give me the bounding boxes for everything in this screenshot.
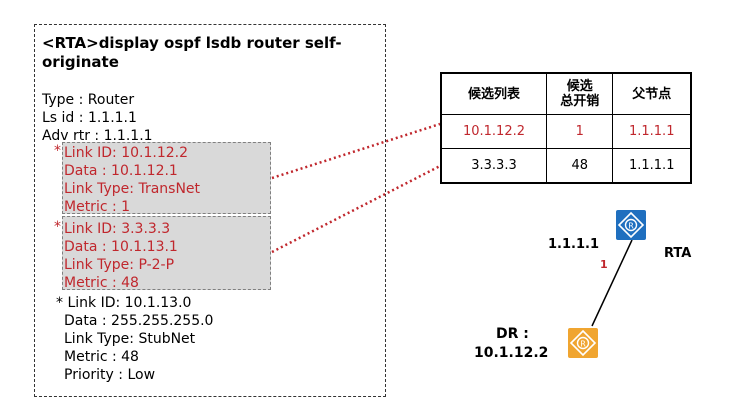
svg-text:R: R xyxy=(580,340,586,349)
row1-cost: 1 xyxy=(545,114,614,149)
lsa-adv-router: Adv rtr : 1.1.1.1 xyxy=(42,128,153,144)
rta-ip-label: 1.1.1.1 xyxy=(548,237,599,252)
row1-parent: 1.1.1.1 xyxy=(612,114,692,149)
dr-ip-label: 10.1.12.2 xyxy=(474,345,549,361)
header-cost-line1: 候选 xyxy=(566,79,593,94)
link2-data: Data : 10.1.13.1 xyxy=(64,239,178,255)
table-row: 3.3.3.3 48 1.1.1.1 xyxy=(440,148,692,184)
dr-router-icon: R xyxy=(568,328,598,358)
header-candidate-list: 候选列表 xyxy=(440,72,547,115)
link2-id: Link ID: 3.3.3.3 xyxy=(64,221,171,237)
candidate-table: 候选列表 候选 总开销 父节点 10.1.12.2 1 1.1.1.1 3.3.… xyxy=(440,72,692,184)
link1-data: Data : 10.1.12.1 xyxy=(64,163,178,179)
rta-name-label: RTA xyxy=(664,246,692,261)
link2-star: * xyxy=(54,219,61,235)
dr-label: DR : xyxy=(496,326,529,342)
link1-metric: Metric : 1 xyxy=(64,199,131,215)
table-row: 10.1.12.2 1 1.1.1.1 xyxy=(440,114,692,149)
row1-candidate: 10.1.12.2 xyxy=(440,114,547,149)
link3-priority: Priority : Low xyxy=(64,367,156,383)
link1-type: Link Type: TransNet xyxy=(64,181,201,197)
link-cost-label: 1 xyxy=(600,258,608,271)
link2-connector xyxy=(271,164,441,254)
link1-highlight xyxy=(62,142,271,214)
lsdb-command: <RTA>display ospf lsdb router self-origi… xyxy=(42,34,342,71)
link3-id: * Link ID: 10.1.13.0 xyxy=(56,295,192,311)
link3-type: Link Type: StubNet xyxy=(64,331,196,347)
svg-text:R: R xyxy=(628,222,634,231)
rta-router-icon: R xyxy=(616,210,646,240)
lsa-ls-id: Ls id : 1.1.1.1 xyxy=(42,110,137,126)
link2-type: Link Type: P-2-P xyxy=(64,257,175,273)
row2-parent: 1.1.1.1 xyxy=(612,148,692,184)
rta-dr-link xyxy=(591,239,633,327)
lsa-type: Type : Router xyxy=(42,92,135,108)
table-header-row: 候选列表 候选 总开销 父节点 xyxy=(440,72,692,115)
header-cost-line2: 总开销 xyxy=(560,94,600,109)
row2-cost: 48 xyxy=(545,148,614,184)
link2-metric: Metric : 48 xyxy=(64,275,139,291)
link1-connector xyxy=(271,122,441,180)
lsdb-output-panel xyxy=(34,24,386,397)
link3-metric: Metric : 48 xyxy=(64,349,139,365)
link3-data: Data : 255.255.255.0 xyxy=(64,313,214,329)
row2-candidate: 3.3.3.3 xyxy=(440,148,547,184)
link1-id: Link ID: 10.1.12.2 xyxy=(64,145,188,161)
header-candidate-cost: 候选 总开销 xyxy=(545,72,614,115)
link2-highlight xyxy=(62,216,271,290)
link1-star: * xyxy=(54,143,61,159)
header-parent-node: 父节点 xyxy=(612,72,692,115)
